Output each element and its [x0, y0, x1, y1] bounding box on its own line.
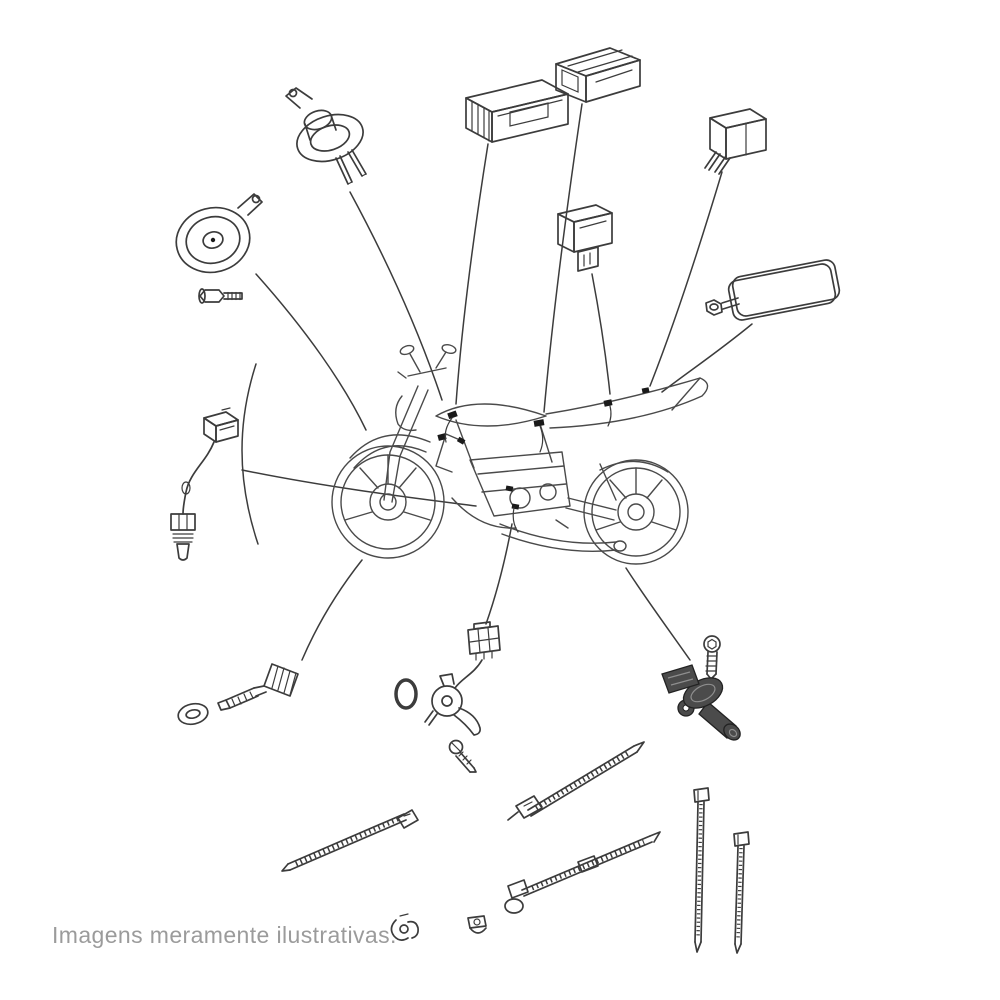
ecu-module-part — [465, 79, 569, 143]
motorcycle-part — [331, 344, 709, 565]
oxygen-sensor-part — [170, 407, 239, 561]
switch-connector-part — [454, 621, 501, 689]
o-ring-part — [394, 678, 418, 710]
reflector-part — [727, 259, 841, 321]
washer-part — [177, 702, 209, 726]
ignition-switch-part — [285, 87, 367, 185]
leader-lines — [241, 103, 753, 661]
hose-clamp-part — [467, 915, 487, 934]
cable-strap-long-part — [281, 809, 419, 872]
side-stand-switch-part — [424, 673, 481, 736]
relay-part — [557, 204, 613, 272]
flasher-relay-part — [704, 108, 767, 175]
cable-strap-buckle-part — [507, 741, 645, 821]
horn-part — [175, 193, 263, 274]
connector-cover-part — [555, 47, 641, 103]
zip-tie-long-part — [693, 787, 710, 953]
caption-text: Imagens meramente ilustrativas. — [52, 922, 397, 948]
wire-clip-part — [390, 913, 419, 941]
temperature-sensor-part — [217, 663, 299, 711]
camshaft-position-sensor-part — [661, 664, 741, 741]
reflector-nut-part — [705, 297, 740, 316]
zip-tie-short-part — [733, 831, 750, 954]
horn-bolt-part — [198, 288, 243, 304]
harness-band-part — [504, 831, 661, 914]
sensor-bolt-part — [703, 635, 721, 680]
screw-part — [448, 739, 477, 773]
